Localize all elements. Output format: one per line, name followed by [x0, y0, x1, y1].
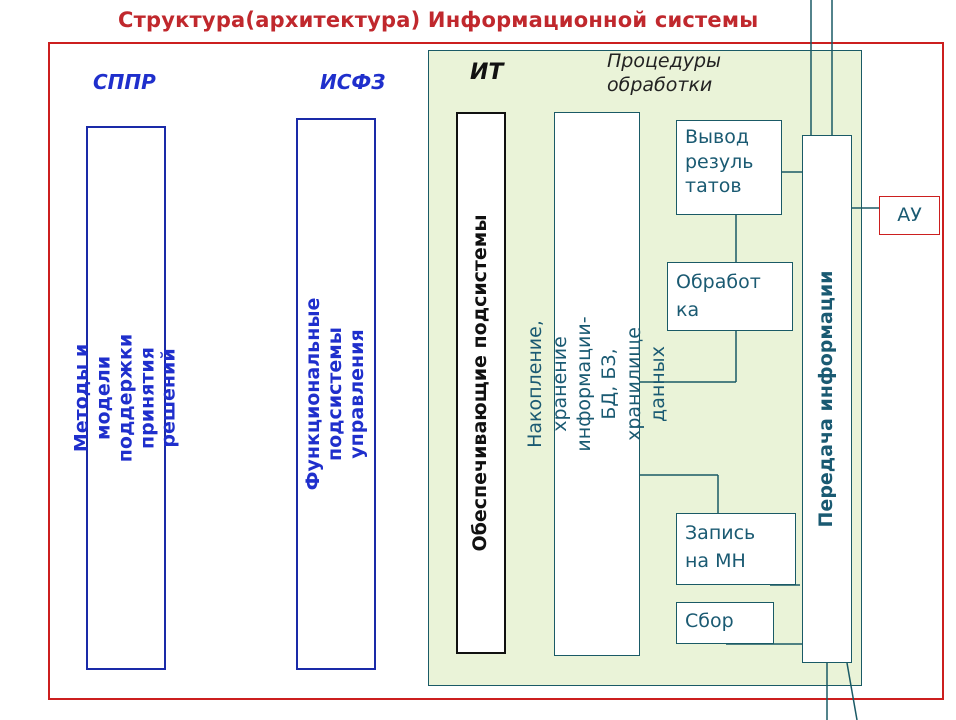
- output-box: Вывод резуль татов: [676, 120, 782, 215]
- heading-isfz: ИСФЗ: [320, 70, 386, 94]
- record-box: Запись на МН: [676, 513, 796, 585]
- supporting-box: Обеспечивающие подсистемы: [456, 112, 506, 654]
- heading-procedures: Процедуры обработки: [607, 50, 722, 96]
- transfer-label: Передача информации: [815, 270, 838, 528]
- accumulation-label: Накопление, хранение информации- БД, БЗ,…: [523, 316, 670, 452]
- record-label: Запись на МН: [685, 522, 756, 572]
- accumulation-box: Накопление, хранение информации- БД, БЗ,…: [524, 112, 669, 656]
- processing-box: Обработ ка: [667, 262, 793, 331]
- methods-label: Методы и модели поддержки принятия решен…: [70, 333, 180, 463]
- au-box: АУ: [879, 196, 940, 235]
- collect-box: Сбор: [676, 602, 774, 644]
- heading-sppr: СППР: [93, 70, 156, 94]
- connector-bottom-diag: [846, 662, 858, 720]
- methods-box: Методы и модели поддержки принятия решен…: [70, 126, 180, 670]
- au-label: АУ: [897, 204, 922, 226]
- collect-label: Сбор: [685, 610, 734, 632]
- output-label: Вывод резуль татов: [685, 126, 754, 198]
- processing-label: Обработ ка: [676, 271, 761, 321]
- functional-box: Функциональные подсистемы управления: [296, 118, 376, 670]
- system-frame: [48, 42, 944, 700]
- heading-it: ИТ: [470, 60, 504, 85]
- supporting-label: Обеспечивающие подсистемы: [469, 214, 492, 552]
- transfer-box: Передача информации: [802, 135, 852, 663]
- diagram-title: Структура(архитектура) Информационной си…: [118, 8, 759, 32]
- functional-label: Функциональные подсистемы управления: [302, 297, 368, 491]
